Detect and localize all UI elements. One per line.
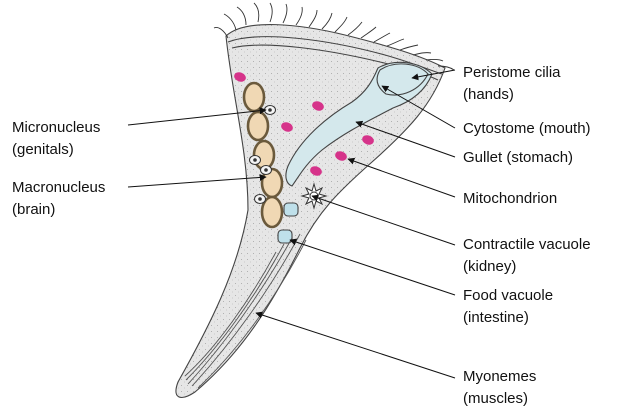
mitochondria bbox=[234, 72, 374, 176]
label-myonemes-line2: (muscles) bbox=[463, 390, 528, 407]
leader-micronucleus bbox=[127, 107, 267, 126]
label-contractile-vacuole-line1: Contractile vacuole bbox=[463, 236, 591, 253]
myonemes bbox=[184, 233, 307, 389]
label-macronucleus-line1: Macronucleus bbox=[12, 179, 105, 196]
cytostome bbox=[376, 63, 429, 96]
label-macronucleus-line2: (brain) bbox=[12, 201, 55, 218]
label-cytostome-line1: Cytostome (mouth) bbox=[463, 120, 591, 137]
label-food-vacuole: Food vacuole (intestine) bbox=[463, 287, 557, 326]
leader-food-vacuole bbox=[289, 238, 456, 296]
label-contractile-vacuole: Contractile vacuole (kidney) bbox=[463, 236, 595, 275]
food-vacuole bbox=[277, 229, 293, 244]
macronucleus-bead bbox=[252, 139, 276, 171]
label-food-vacuole-line2: (intestine) bbox=[463, 309, 529, 326]
label-gullet: Gullet (stomach) bbox=[463, 149, 573, 166]
contractile-vacuole-core bbox=[309, 191, 319, 201]
label-peristome-cilia: Peristome cilia (hands) bbox=[463, 64, 565, 103]
mitochondrion bbox=[281, 122, 293, 132]
leader-macronucleus bbox=[127, 173, 267, 188]
macronucleus-bead bbox=[242, 81, 266, 113]
mitochondrion bbox=[362, 135, 374, 145]
mitochondrion bbox=[312, 101, 324, 111]
label-mitochondrion-line1: Mitochondrion bbox=[463, 190, 557, 207]
label-gullet-line1: Gullet (stomach) bbox=[463, 149, 573, 166]
macronucleus-bead bbox=[246, 110, 270, 142]
cell-body bbox=[175, 24, 446, 398]
leader-mitochondrion bbox=[347, 157, 456, 198]
label-contractile-vacuole-line2: (kidney) bbox=[463, 258, 516, 275]
label-peristome-cilia-line1: Peristome cilia bbox=[463, 64, 561, 81]
leader-peristome-cilia bbox=[411, 69, 456, 81]
macronucleus bbox=[242, 81, 284, 229]
macronucleus-bead bbox=[260, 195, 284, 229]
mitochondrion bbox=[234, 72, 246, 82]
label-micronucleus: Micronucleus (genitals) bbox=[12, 119, 105, 158]
leader-myonemes bbox=[255, 311, 456, 379]
mitochondrion bbox=[335, 151, 347, 161]
food-vacuole bbox=[283, 202, 299, 217]
leader-gullet bbox=[355, 120, 456, 158]
leader-lines bbox=[127, 69, 456, 379]
label-food-vacuole-line1: Food vacuole bbox=[463, 287, 553, 304]
contractile-vacuole bbox=[300, 182, 328, 210]
peristome-cilia bbox=[213, 2, 455, 71]
label-micronucleus-line2: (genitals) bbox=[12, 141, 74, 158]
label-myonemes: Myonemes (muscles) bbox=[463, 368, 541, 407]
leader-contractile-vacuole bbox=[311, 194, 456, 246]
label-mitochondrion: Mitochondrion bbox=[463, 190, 557, 207]
micronuclei bbox=[249, 105, 276, 204]
label-cytostome: Cytostome (mouth) bbox=[463, 120, 591, 137]
leader-cytostome bbox=[381, 85, 456, 129]
mitochondrion bbox=[310, 166, 322, 176]
label-macronucleus: Macronucleus (brain) bbox=[12, 179, 110, 218]
label-myonemes-line1: Myonemes bbox=[463, 368, 536, 385]
label-peristome-cilia-line2: (hands) bbox=[463, 86, 514, 103]
label-micronucleus-line1: Micronucleus bbox=[12, 119, 100, 136]
